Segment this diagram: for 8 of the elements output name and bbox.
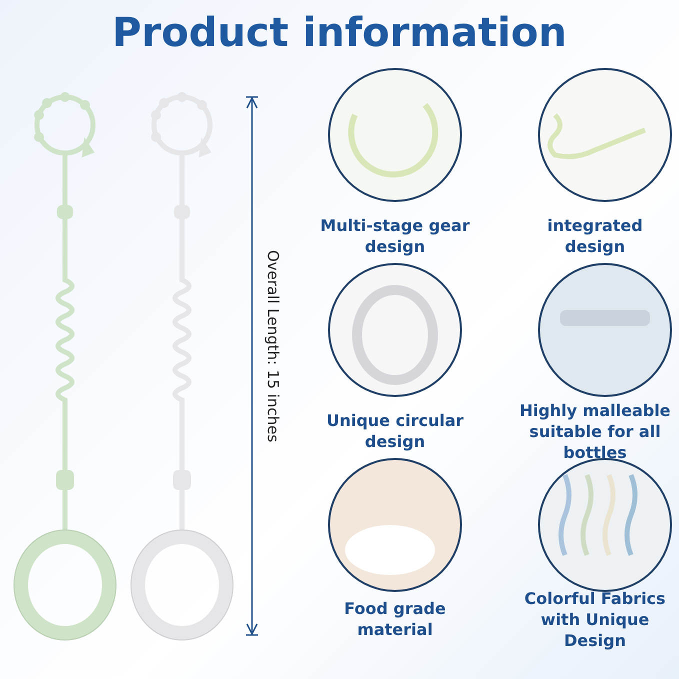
caption: Colorful Fabrics with Unique Design (523, 588, 667, 651)
dimension-label: Overall Length: 15 inches (264, 250, 282, 442)
caption: Highly malleable suitable for all bottles (518, 400, 672, 463)
title: Product information (111, 9, 568, 58)
caption: Food grade material (343, 598, 447, 640)
caption: integrated design (546, 215, 644, 257)
caption: Unique circular design (325, 410, 465, 452)
caption: Multi-stage gear design (319, 215, 471, 257)
